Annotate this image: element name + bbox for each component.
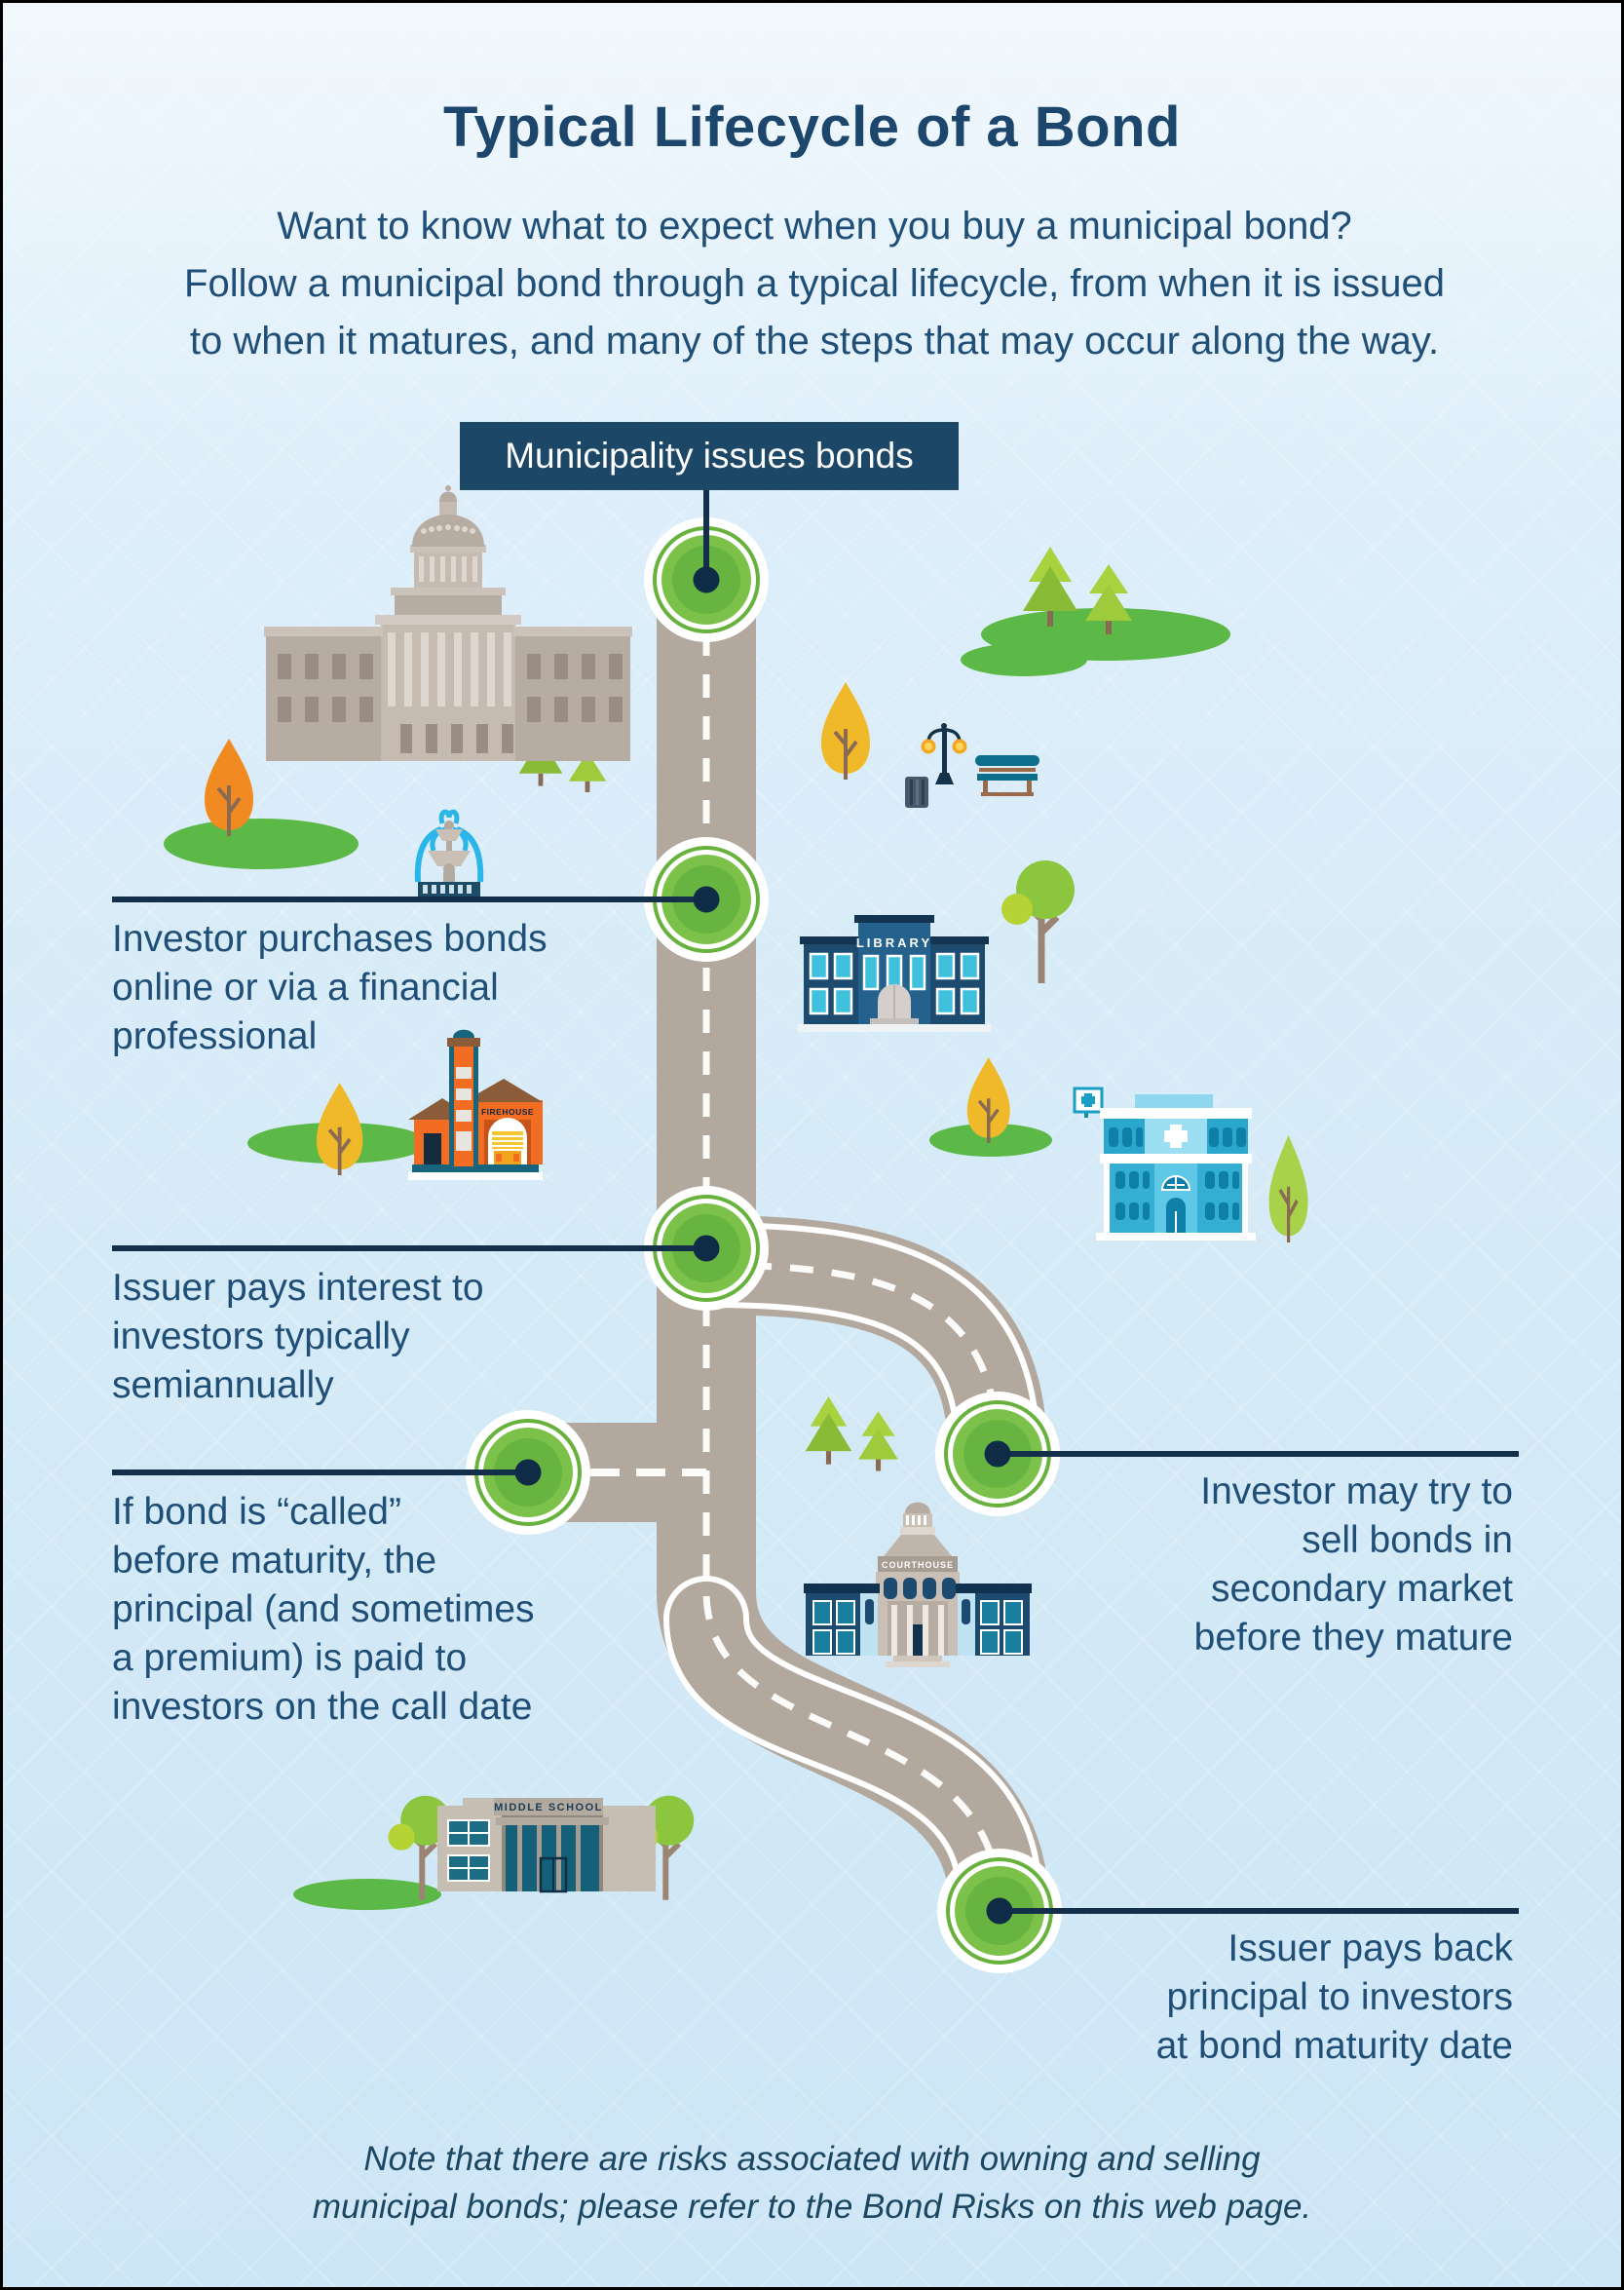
step-label-interest: Issuer pays interest to investors typica… xyxy=(112,1267,484,1406)
park-bench-icon xyxy=(975,755,1039,796)
connector-lines xyxy=(112,488,1519,1914)
firehouse-sign: FIREHOUSE xyxy=(481,1107,534,1117)
courthouse-building-illustration: COURTHOUSE xyxy=(804,1502,1032,1667)
intro-text: Want to know what to expect when you buy… xyxy=(184,205,1445,363)
library-sign: LIBRARY xyxy=(856,935,932,950)
fountain-icon xyxy=(414,809,484,897)
scene-illustration: LIBRARY FIREHOUSE xyxy=(112,485,1519,1973)
trash-can-icon xyxy=(905,777,928,808)
road-centerline xyxy=(702,549,1003,1912)
step-label-secondary-market: Investor may try to sell bonds in second… xyxy=(1193,1470,1513,1659)
courthouse-sign: COURTHOUSE xyxy=(882,1560,954,1570)
middle-school-sign: MIDDLE SCHOOL xyxy=(494,1802,603,1813)
orange-tree-icon xyxy=(203,737,255,838)
risk-note: Note that there are risks associated wit… xyxy=(312,2140,1312,2226)
yellow-tree-firehouse-icon xyxy=(314,1081,365,1177)
library-building-illustration: LIBRARY xyxy=(798,915,991,1032)
capitol-building-illustration xyxy=(264,485,632,761)
step-banner-issue: Municipality issues bonds xyxy=(460,422,959,490)
step-label-maturity: Issuer pays back principal to investors … xyxy=(1155,1927,1513,2067)
firehouse-building-illustration: FIREHOUSE xyxy=(408,1029,543,1180)
step-label-call: If bond is “called” before maturity, the… xyxy=(112,1491,535,1728)
round-tree-library-icon xyxy=(1001,860,1075,983)
hospital-building-illustration xyxy=(1073,1087,1256,1240)
page-title: Typical Lifecycle of a Bond xyxy=(443,95,1181,159)
yellow-tree-hospital-icon xyxy=(965,1055,1012,1145)
yellow-tree-icon xyxy=(819,680,872,782)
node-dots xyxy=(514,566,1013,1925)
road-network xyxy=(528,549,1049,1941)
lamp-post-icon xyxy=(921,723,967,784)
green-tree-hospital-icon xyxy=(1269,1135,1308,1242)
pine-trees-courthouse-icon xyxy=(805,1396,898,1471)
middle-school-building-illustration: MIDDLE SCHOOL xyxy=(437,1798,656,1893)
step-label-purchase: Investor purchases bonds online or via a… xyxy=(112,918,548,1057)
